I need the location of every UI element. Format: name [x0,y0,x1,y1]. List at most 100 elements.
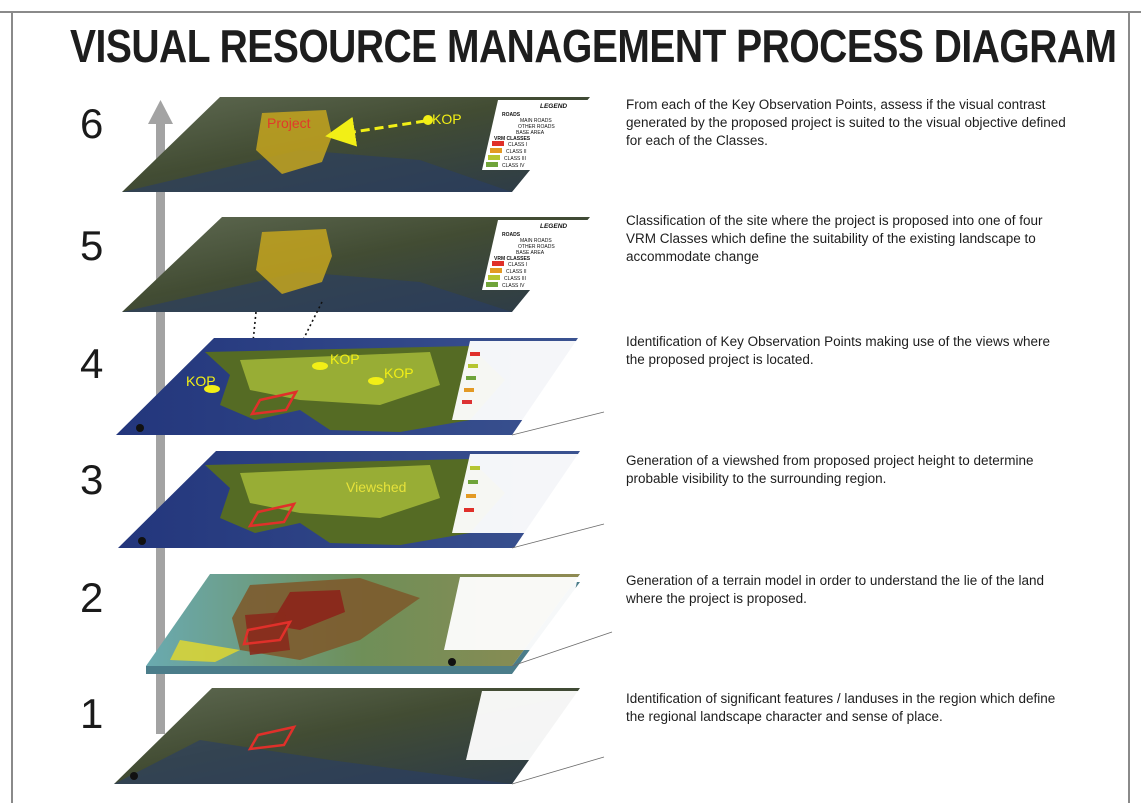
layer-6-legend-class4: CLASS IV [502,163,525,169]
guide-line-2 [511,631,613,667]
step-number-2: 2 [80,574,104,621]
layer-5-sea [122,272,512,312]
layer-5-legend-text: LEGEND ROADS MAIN ROADS OTHER ROADS BASE… [494,223,567,289]
layer-5-legend-class1: CLASS I [508,262,527,268]
layer-3-legend-swatch-2 [468,480,478,484]
layer-5-legend-class3: CLASS III [504,276,526,282]
layer-4-kop-marker-2 [312,362,328,370]
layer-6-legend-classes: VRM CLASSES [494,136,531,142]
step-number-5: 5 [80,222,104,269]
frame-top-line [0,11,1141,13]
layer-6-kop-label: KOP [432,111,462,127]
layer-1-project-outline [247,725,297,751]
layer-6-legend-heading: LEGEND [540,103,567,110]
layer-5-legend-other-roads: OTHER ROADS [518,244,555,250]
layer-1-sea [114,740,512,784]
frame-left-line [11,11,13,803]
layer-3-map [118,451,580,548]
layer-4-project-outline [249,390,299,416]
layer-5-legend-base-area: BASE AREA [516,250,545,256]
layer-6-legend-class2: CLASS II [506,149,527,155]
layer-4-legend-swatch-1 [470,352,480,356]
layer-4-legend-swatch-5 [462,400,472,404]
layer-5-legend-swatch-4 [486,282,498,287]
layer-2-legend-box [444,577,578,650]
layer-5-project-area [256,229,332,294]
layer-5-legend-heading: LEGEND [540,223,567,230]
layer-6-sea [122,150,512,192]
layer-2-map [146,574,580,674]
layer-5-legend-classes: VRM CLASSES [494,256,531,262]
layer-3-legend-swatch-3 [466,494,476,498]
diagram-title: VISUAL RESOURCE MANAGEMENT PROCESS DIAGR… [70,22,1117,73]
layer-6-map [122,97,590,192]
layer-6-legend-main-roads: MAIN ROADS [520,118,552,124]
step-4-description: Identification of Key Observation Points… [626,334,1050,367]
layer-4-kop-label-3: KOP [384,365,414,381]
layer-3-north-arrow [138,537,146,545]
step-number-1: 1 [80,690,104,737]
layer-6-legend-swatch-3 [488,155,500,160]
layer-5-legend-class2: CLASS II [506,269,527,275]
layer-2-project-outline [242,620,293,646]
guide-line-4 [511,411,605,436]
layer-1-map [114,688,580,784]
layer-5-map [122,217,590,312]
layer-4-legend-box [452,341,576,420]
layer-5-legend-swatch-3 [488,275,500,280]
layer-5-legend-roads: ROADS [502,232,521,238]
layer-2-peak-terrain [270,590,345,630]
layer-3-legend-swatch-4 [464,508,474,512]
layer-4-north-arrow [136,424,144,432]
layer-6-project-area [256,110,332,174]
layer-3-legend-box [452,454,578,533]
layer-5-legend-swatch-2 [490,268,502,273]
layer-6-legend-base-area: BASE AREA [516,130,545,136]
layer-4-kop-marker-1 [204,385,220,393]
step-number-3: 3 [80,456,104,503]
layer-2-peak-terrain-2 [245,612,290,655]
process-arrow-head [148,100,173,124]
guide-lines [511,411,613,785]
layer-4-kop-marker-3 [368,377,384,385]
layer-4-legend-swatch-4 [464,388,474,392]
layer-4-map [116,338,578,435]
layer-4-legend-swatch-3 [466,376,476,380]
layer-6-project-label: Project [267,115,311,131]
layer-6-legend-swatch-2 [490,148,502,153]
step-1-description: Identification of significant features /… [626,691,1056,724]
layer-3-legend-swatch-1 [470,466,480,470]
step-3-description: Generation of a viewshed from proposed p… [626,453,1034,486]
layer-5-legend-box [482,220,588,290]
layer-4-kop-label-2: KOP [330,351,360,367]
layer-6-legend-class1: CLASS I [508,142,527,148]
layer-1-north-arrow [130,772,138,780]
layer-2-coastal-highlight [170,640,240,662]
step-6-description: From each of the Key Observation Points,… [626,97,1066,148]
layer-5-legend-main-roads: MAIN ROADS [520,238,552,244]
layer-6-legend-swatch-4 [486,162,498,167]
frame-right-line [1128,11,1130,803]
layer-6-legend-box [482,100,588,170]
layer-6-sightline [325,116,426,147]
layer-6-legend-roads: ROADS [502,112,521,118]
layer-3-viewshed-label: Viewshed [346,479,406,495]
layer-5-legend-class4: CLASS IV [502,283,525,289]
step-number-6: 6 [80,100,104,147]
layer-6-legend-class3: CLASS III [504,156,526,162]
layer-6-legend-swatch-1 [492,141,504,146]
layer-6-legend-text: LEGEND ROADS MAIN ROADS OTHER ROADS BASE… [494,103,567,169]
layer-4-kop-label-1: KOP [186,373,216,389]
step-number-4: 4 [80,340,104,387]
layer-4-legend-swatch-2 [468,364,478,368]
layer-6-kop-marker [423,115,433,125]
guide-line-3 [511,523,605,549]
guide-line-1 [511,756,605,785]
layer-6-legend-other-roads: OTHER ROADS [518,124,555,130]
step-5-description: Classification of the site where the pro… [626,213,1043,264]
step-2-description: Generation of a terrain model in order t… [626,573,1045,606]
layer-5-legend-swatch-1 [492,261,504,266]
layer-2-north-arrow [448,658,456,666]
